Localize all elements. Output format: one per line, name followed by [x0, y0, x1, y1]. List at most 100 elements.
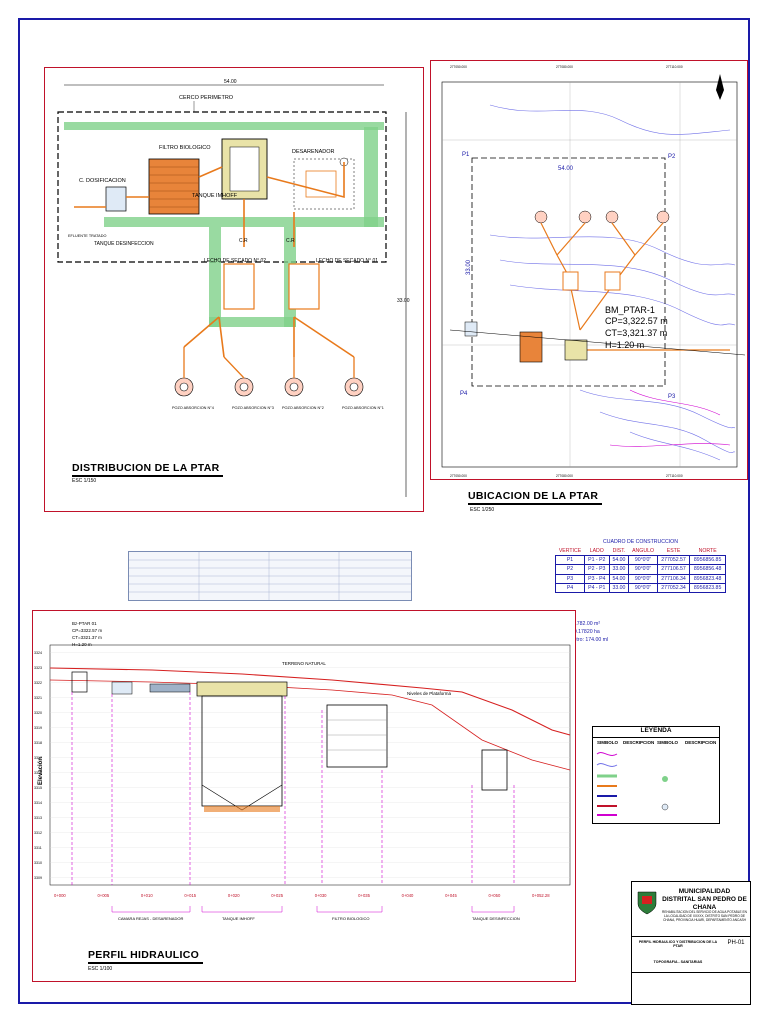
cuadro-construccion-table: CUADRO DE CONSTRUCCION VERTICE LADO DIST…: [554, 538, 726, 594]
dim-height: 33.00: [397, 298, 410, 304]
station-label: 0+025: [271, 893, 283, 898]
cell: P3: [554, 573, 586, 584]
efluente-label: EFLUENTE TRATADO: [68, 234, 106, 238]
profile-bm: Bz-PTAR 01: [72, 621, 97, 626]
cell: 54.00: [608, 573, 630, 584]
cell: P1: [554, 554, 586, 566]
divider: [632, 972, 750, 973]
legend-symbols: [596, 752, 669, 816]
vertex-p4: P4: [460, 391, 468, 397]
cell: 277052.34: [656, 582, 691, 594]
sheet-number: PH-01: [727, 940, 745, 946]
station-label: 0+035: [358, 893, 370, 898]
distribucion-plan: 54.00 33.00 CERCO PERIMETRO FILTRO BIOLO…: [57, 79, 410, 497]
lecho1-label: LECHO DE SECADO N° 01: [316, 258, 378, 264]
profile-cp: CP=3322.57 m: [72, 628, 102, 633]
cr-label-1: C.R: [239, 238, 248, 244]
ct-label: CT=3,321.37 m: [605, 328, 667, 338]
cell: 33.00: [608, 564, 630, 575]
segment-filtro: FILTRO BIOLOGICO: [332, 916, 370, 921]
filtro-label: FILTRO BIOLOGICO: [159, 145, 211, 151]
cerco-label: CERCO PERIMETRO: [179, 95, 234, 101]
cell: 277106.34: [656, 573, 691, 584]
vertex-p1: P1: [462, 152, 470, 158]
elevation-tick: 3312: [34, 831, 42, 835]
elevation-tick: 3314: [34, 801, 42, 805]
legend-header: SIMBOLO: [657, 740, 678, 745]
coord-top-3: 277110.000: [666, 65, 683, 69]
elevation-tick: 3310: [34, 861, 42, 865]
elevation-tick: 3315: [34, 786, 42, 790]
pozo4-label: POZO ABSORCION N°4: [172, 406, 214, 410]
cell: 90°0'0": [628, 573, 658, 584]
coord-bottom-2: 277080.000: [556, 474, 573, 478]
cell: 8956856.85: [689, 554, 726, 566]
cell: P4 - P1: [584, 582, 610, 594]
municipality-name: MUNICIPALIDAD DISTRITAL SAN PEDRO DE CHA…: [662, 888, 747, 911]
station-label: 0+030: [315, 893, 327, 898]
elevation-tick: 3311: [34, 846, 42, 850]
cuadro-header: LADO: [589, 547, 604, 554]
cell: 277052.57: [656, 554, 691, 566]
elevation-tick: 3318: [34, 741, 42, 745]
distribucion-scale: ESC 1/150: [72, 478, 97, 484]
lecho2-label: LECHO DE SECADO N° 02: [204, 258, 266, 264]
cell: 8956856.48: [689, 564, 726, 575]
tanque-desinfeccion-label: TANQUE DESINFECCION: [94, 241, 154, 247]
elevation-tick: 3309: [34, 876, 42, 880]
area-summary: Area: 1782.00 m² Area: 0.17820 ha Perime…: [560, 620, 608, 644]
cuadro-header: DIST.: [612, 547, 626, 554]
perfil-scale: ESC 1/100: [88, 966, 113, 972]
elevation-tick: 3323: [34, 666, 42, 670]
cell: P3 - P4: [584, 573, 610, 584]
cuadro-header: NORTE: [698, 547, 717, 554]
ubicacion-scale: ESC 1/250: [470, 507, 495, 513]
vertex-p3: P3: [668, 394, 676, 400]
elevation-tick: 3317: [34, 756, 42, 760]
h-label: H=1.20 m: [605, 340, 644, 350]
municipal-seal-icon: [637, 891, 657, 915]
drawing-sheet-border: [18, 18, 750, 1004]
cell: P4: [554, 582, 586, 594]
cuadro-header: ESTE: [666, 547, 681, 554]
coord-top-1: 277050.000: [450, 65, 467, 69]
cuadro-header: ANGULO: [632, 547, 655, 554]
profile-ylabel: Elevación: [38, 757, 44, 785]
station-label: 0+015: [184, 893, 196, 898]
pozo1-label: POZO ABSORCION N°1: [342, 406, 384, 410]
tiny-table-grid: [129, 552, 411, 600]
segment-imhoff: TANQUE IMHOFF: [222, 916, 255, 921]
cell: 90°0'0": [628, 554, 658, 566]
perimetro: Perimetro: 174.00 ml: [560, 637, 609, 643]
legend-header: DESCRIPCION: [685, 740, 717, 745]
dim-width: 54.00: [224, 79, 237, 85]
elevation-tick: 3322: [34, 681, 42, 685]
dosificacion-label: C. DOSIFICACION: [79, 178, 126, 184]
legend-box: LEYENDA SIMBOLO DESCRIPCION SIMBOLO DESC…: [592, 726, 720, 824]
cp-label: CP=3,322.57 m: [605, 316, 668, 326]
cell: 277106.57: [656, 564, 691, 575]
specialty: TOPOGRAFIA - SANITARIAS: [653, 960, 703, 964]
segment-rejas: CAMARA REJAS - DESARENADOR: [118, 916, 183, 921]
divider: [632, 936, 750, 937]
cuadro-title: CUADRO DE CONSTRUCCION: [603, 539, 678, 546]
cell: 90°0'0": [628, 582, 658, 594]
cuadro-header: VERTICE: [558, 547, 582, 554]
coord-bottom-1: 277050.000: [450, 474, 467, 478]
project-name: REHABILITACION DEL SERVICIO DE AGUA POTA…: [662, 910, 747, 923]
legend-title: LEYENDA: [593, 727, 719, 738]
ubicacion-title: UBICACION DE LA PTAR: [468, 490, 603, 505]
profile-ct: CT=3321.37 m: [72, 635, 102, 640]
coord-bottom-3: 277110.000: [666, 474, 683, 478]
elevation-tick: 3316: [34, 771, 42, 775]
cell: 90°0'0": [628, 564, 658, 575]
desarenador-label: DESARENADOR: [292, 149, 335, 155]
cell: 33.00: [608, 582, 630, 594]
legend-header: SIMBOLO: [597, 740, 618, 745]
elevation-tick: 3319: [34, 726, 42, 730]
station-label: 0+045: [445, 893, 457, 898]
cell: 8956823.48: [689, 573, 726, 584]
